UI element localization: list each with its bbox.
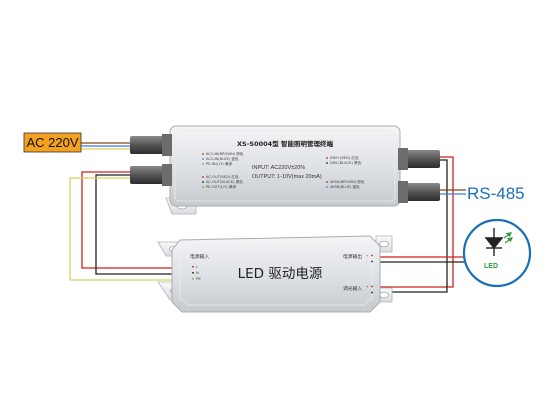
wire-out-black — [95, 174, 185, 275]
driver-dim-label: 调光输入 — [343, 285, 362, 292]
led-label: LED — [484, 263, 498, 270]
driver-title: LED 驱动电源 — [238, 266, 323, 282]
ac-input-label: AC 220V — [26, 135, 78, 150]
controller-module: XS-S0004型 智能照明管理终端 INPUT: AC220V±20% OUT… — [130, 125, 440, 215]
driver-input-terminal: PE — [196, 277, 202, 281]
wires — [69, 142, 468, 293]
controller-right-terminals: DIM+(RED) 红色 DIM-(BLACK) 黑色 485A(BROWN) … — [326, 155, 365, 189]
rs485-label: RS-485 — [467, 184, 525, 203]
driver-input-label: 电源输入 — [190, 253, 209, 260]
driver-output-label: 电源输出 — [343, 253, 362, 260]
led-icon: LED — [462, 218, 532, 288]
controller-left-terminals: AC1-IN(BROWN) 棕色 AC2-IN(BLUE) 蓝色 PE-IN(L… — [202, 151, 244, 189]
controller-terminal-label: 485B(BLUE) 蓝色 — [330, 184, 360, 189]
driver-input-terminal: L — [196, 265, 198, 269]
led-driver-module: LED 驱动电源 电源输入 L N PE 电源输出 + - 调光输入 + - — [157, 235, 393, 313]
controller-terminal-label: 485A(BROWN) 棕色 — [330, 179, 365, 184]
controller-gland-right-top — [398, 148, 440, 170]
wire-out-yellow — [69, 177, 185, 281]
driver-dim-terminal: - — [366, 290, 368, 295]
controller-gland-left-bottom — [130, 164, 172, 186]
controller-terminal-label: DIM+(RED) 红色 — [330, 155, 359, 160]
controller-terminal-label: PE-OUT(L/Y) 黄绿 — [206, 184, 236, 189]
controller-terminal-label: DIM-(BLACK) 黑色 — [330, 160, 362, 165]
diode-symbol-icon — [484, 228, 504, 256]
controller-terminal-label: AC1-IN(BROWN) 棕色 — [206, 151, 244, 156]
wire-dim-black — [378, 159, 448, 293]
wire-out-red — [81, 171, 185, 269]
ac-input-label-box: AC 220V — [23, 132, 82, 153]
controller-input-spec: INPUT: AC220V±20% — [252, 165, 305, 171]
controller-title: XS-S0004型 智能照明管理终端 — [237, 139, 333, 148]
controller-terminal-label: AC-OUT(RED) 红色 — [206, 174, 239, 179]
driver-dim-terminal: + — [366, 284, 369, 289]
wire-dim-red — [378, 156, 454, 288]
driver-input-terminal: N — [196, 271, 199, 275]
controller-terminal-label: AC-OUT(BLACK) 黑色 — [206, 179, 243, 184]
light-rays-icon — [503, 232, 514, 244]
controller-gland-left-top — [130, 134, 172, 156]
driver-output-terminal: + — [366, 253, 369, 258]
controller-gland-right-bottom — [398, 181, 440, 203]
controller-output-spec: OUTPUT: 1-10V(max 20mA) — [252, 174, 322, 180]
driver-output-terminal: - — [366, 259, 368, 264]
controller-terminal-label: AC2-IN(BLUE) 蓝色 — [206, 156, 239, 161]
controller-terminal-label: PE-IN(L/Y) 黄绿 — [206, 161, 232, 166]
